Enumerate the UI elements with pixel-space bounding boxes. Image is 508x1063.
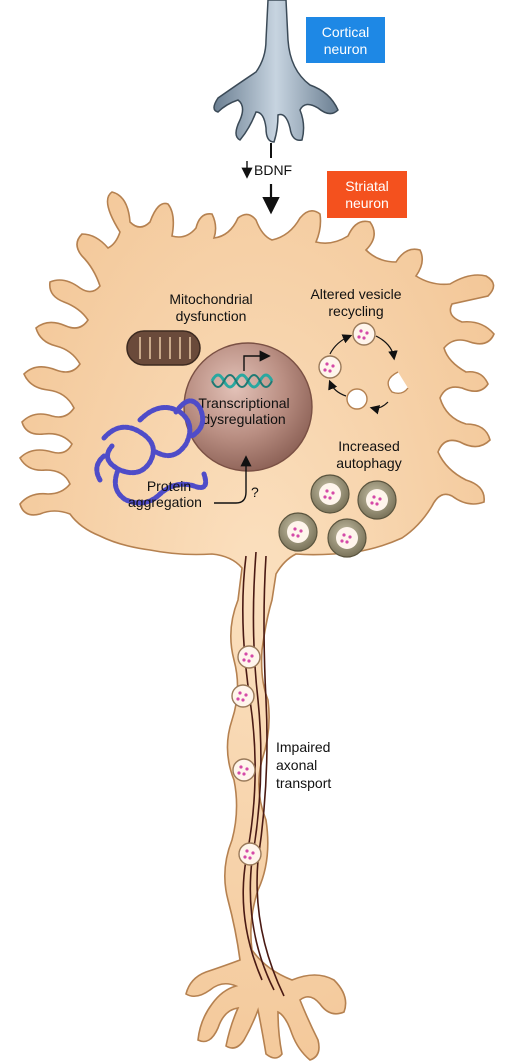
cortical-axon-terminal: [213, 0, 339, 143]
mitochondrion-icon: [126, 330, 201, 366]
transcription-start-arrow-icon: [243, 350, 271, 371]
autophagosome-icon: [357, 480, 397, 520]
cortical-neuron-line1: Cortical: [322, 24, 369, 40]
cycle-arrow-icon: [375, 335, 398, 361]
cycle-arrow-icon: [369, 401, 389, 415]
cortical-neuron-label-box: Cortical neuron: [306, 17, 385, 63]
axonal-vesicle: [237, 645, 261, 669]
striatal-neuron-cell-body: [19, 191, 495, 1061]
microtubule-3: [256, 555, 285, 997]
mito-label-line2: dysfunction: [176, 308, 247, 324]
autophagosome-icon: [278, 512, 318, 552]
striatal-neuron-label-box: Striatal neuron: [327, 171, 407, 218]
transcription-label-line1: Transcriptional: [198, 395, 289, 411]
transport-label-line3: transport: [276, 775, 331, 791]
nucleus: Transcriptional dysregulation: [183, 342, 313, 472]
mito-label-line1: Mitochondrial: [169, 291, 252, 307]
vesicle-label-line1: Altered vesicle: [310, 286, 401, 302]
axon-microtubules: [242, 551, 285, 997]
striatal-neuron-line1: Striatal: [345, 178, 389, 194]
vesicle-label-line2: recycling: [328, 303, 383, 319]
bdnf-signal: BDNF: [241, 143, 292, 215]
protein-label-line1: Protein: [147, 478, 191, 494]
transport-label-line1: Impaired: [276, 739, 330, 755]
axonal-vesicle: [231, 684, 255, 708]
aggregation-to-nucleus-arrow-icon: [214, 455, 252, 504]
vesicle-icon: [352, 322, 376, 346]
autophagosome-icon: [310, 474, 350, 514]
question-mark-label: ?: [251, 484, 259, 500]
cortical-neuron-line2: neuron: [324, 41, 368, 57]
protein-coil-icon: [94, 398, 209, 506]
axonal-vesicles: [231, 645, 262, 866]
transport-label-line2: axonal: [276, 757, 317, 773]
empty-vesicle: [346, 388, 368, 410]
autophagy-label-line2: autophagy: [336, 455, 401, 471]
microtubule-2: [249, 551, 275, 991]
cycle-arrow-icon: [329, 334, 353, 355]
membrane-pit: [387, 371, 409, 395]
autophagy-label-line1: Increased: [338, 438, 399, 454]
microtubule-1: [242, 555, 263, 981]
cycle-arrow-icon: [328, 379, 347, 397]
vesicle-recycling-cycle: [318, 322, 409, 415]
axonal-vesicle: [238, 842, 262, 866]
autophagosome-icon: [327, 518, 367, 558]
transcription-label-line2: dysregulation: [202, 411, 285, 427]
protein-label-line2: aggregation: [128, 494, 202, 510]
axonal-vesicle: [232, 758, 256, 782]
dna-strand-icon: [210, 373, 274, 389]
striatal-neuron-line2: neuron: [345, 195, 389, 211]
bdnf-label: BDNF: [254, 162, 292, 178]
autophagosomes: [278, 474, 397, 558]
vesicle-icon: [318, 355, 342, 379]
